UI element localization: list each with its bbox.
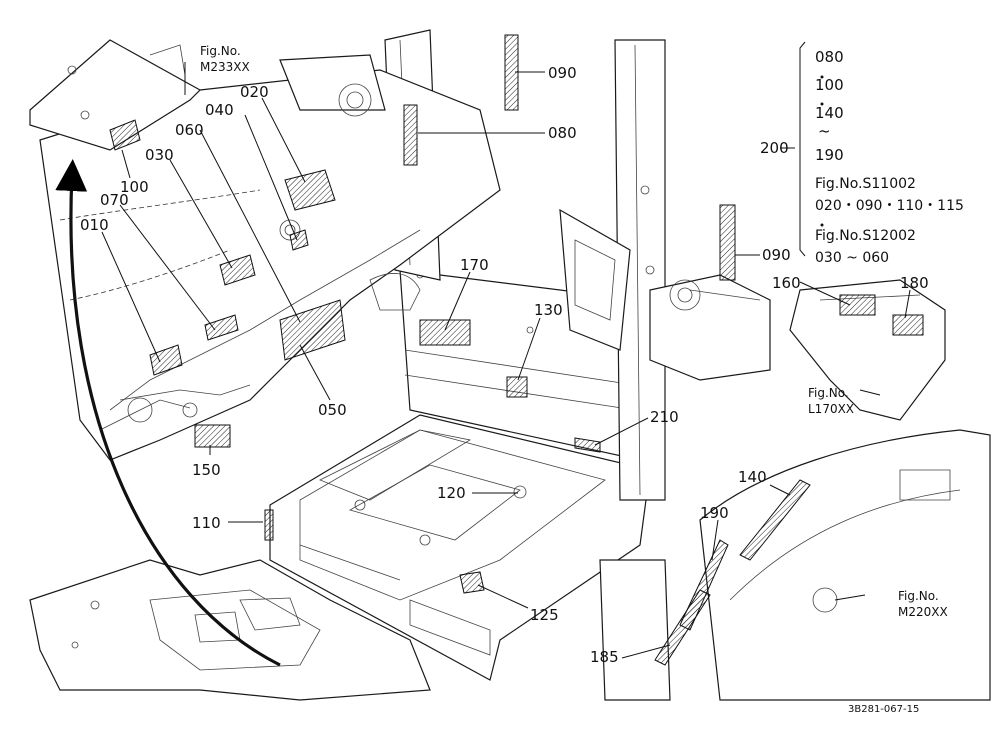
callout-080: 080 — [548, 124, 577, 142]
callout-140: 140 — [738, 468, 767, 486]
callout-110: 110 — [192, 514, 221, 532]
callout-170: 170 — [460, 256, 489, 274]
legend-dot-2 — [820, 102, 824, 106]
fig-ref-l170-label: Fig.No. — [808, 386, 849, 400]
callout-070: 070 — [100, 191, 129, 209]
decal-210 — [574, 437, 601, 453]
callout-100: 100 — [120, 178, 149, 196]
decal-140 — [739, 479, 811, 561]
leader-lines — [101, 41, 911, 659]
callout-090-upper: 090 — [548, 64, 577, 82]
callout-150: 150 — [192, 461, 221, 479]
callout-060: 060 — [175, 121, 204, 139]
relocation-arrow — [55, 159, 281, 667]
legend-dot-3 — [820, 223, 824, 227]
callout-030: 030 — [145, 146, 174, 164]
decal-070 — [204, 314, 239, 341]
decal-020 — [284, 169, 336, 211]
right-console — [279, 54, 771, 381]
fig-ref-m220-label: Fig.No. — [898, 589, 939, 603]
callout-010: 010 — [80, 216, 109, 234]
figure-references: Fig.No. M233XX Fig.No. L170XX Fig.No. M2… — [200, 44, 948, 619]
callout-210: 210 — [650, 408, 679, 426]
callout-180: 180 — [900, 274, 929, 292]
callout-020: 020 — [240, 83, 269, 101]
callout-160: 160 — [772, 274, 801, 292]
decal-180 — [892, 314, 924, 336]
floor-step-plate — [29, 559, 431, 701]
legend-200-line-6: Fig.No.S11002 — [815, 176, 916, 192]
legend-200-line-5: 190 — [815, 146, 844, 164]
fig-ref-m220-code: M220XX — [898, 605, 948, 619]
decal-170 — [419, 319, 471, 346]
decal-080 — [403, 104, 418, 166]
legend-200-line-3: 140 — [815, 104, 844, 122]
rear-fender — [699, 429, 991, 701]
legend-200-line-2: 100 — [815, 76, 844, 94]
decal-150 — [194, 424, 231, 448]
callout-185: 185 — [590, 648, 619, 666]
legend-200-line-1: 080 — [815, 48, 844, 66]
cover-panel — [29, 39, 201, 151]
decal-125 — [459, 571, 485, 594]
fig-ref-m233-label: Fig.No. — [200, 44, 241, 58]
callout-040: 040 — [205, 101, 234, 119]
fig-ref-l170-code: L170XX — [808, 402, 854, 416]
legend-dot-1 — [820, 75, 824, 79]
drawing-id: 3B281-067-15 — [848, 704, 919, 715]
callout-190: 190 — [700, 504, 729, 522]
decal-130 — [506, 376, 528, 398]
decal-090-lower — [719, 204, 736, 281]
callout-120: 120 — [437, 484, 466, 502]
legend-200: 080 100 140 ~ 190 Fig.No.S11002 020・090・… — [815, 48, 964, 266]
callout-125: 125 — [530, 606, 559, 624]
callout-050: 050 — [318, 401, 347, 419]
legend-200-line-9: 030 ~ 060 — [815, 250, 889, 266]
decal-010 — [149, 344, 183, 376]
decals — [109, 34, 924, 666]
legend-200-line-7: 020・090・110・115 — [815, 198, 964, 214]
operator-floor — [269, 414, 651, 681]
decal-185 — [654, 589, 711, 666]
legend-200-line-8: Fig.No.S12002 — [815, 228, 916, 244]
decal-160 — [839, 294, 876, 316]
callout-200: 200 — [760, 139, 789, 157]
callout-130: 130 — [534, 301, 563, 319]
callout-090-lower: 090 — [762, 246, 791, 264]
callouts: 010 070 030 060 040 020 100 050 150 110 … — [80, 64, 929, 666]
legend-200-line-4: ~ — [818, 122, 831, 140]
decal-100 — [109, 119, 141, 151]
decal-110 — [264, 509, 274, 541]
fig-ref-m233-code: M233XX — [200, 60, 250, 74]
